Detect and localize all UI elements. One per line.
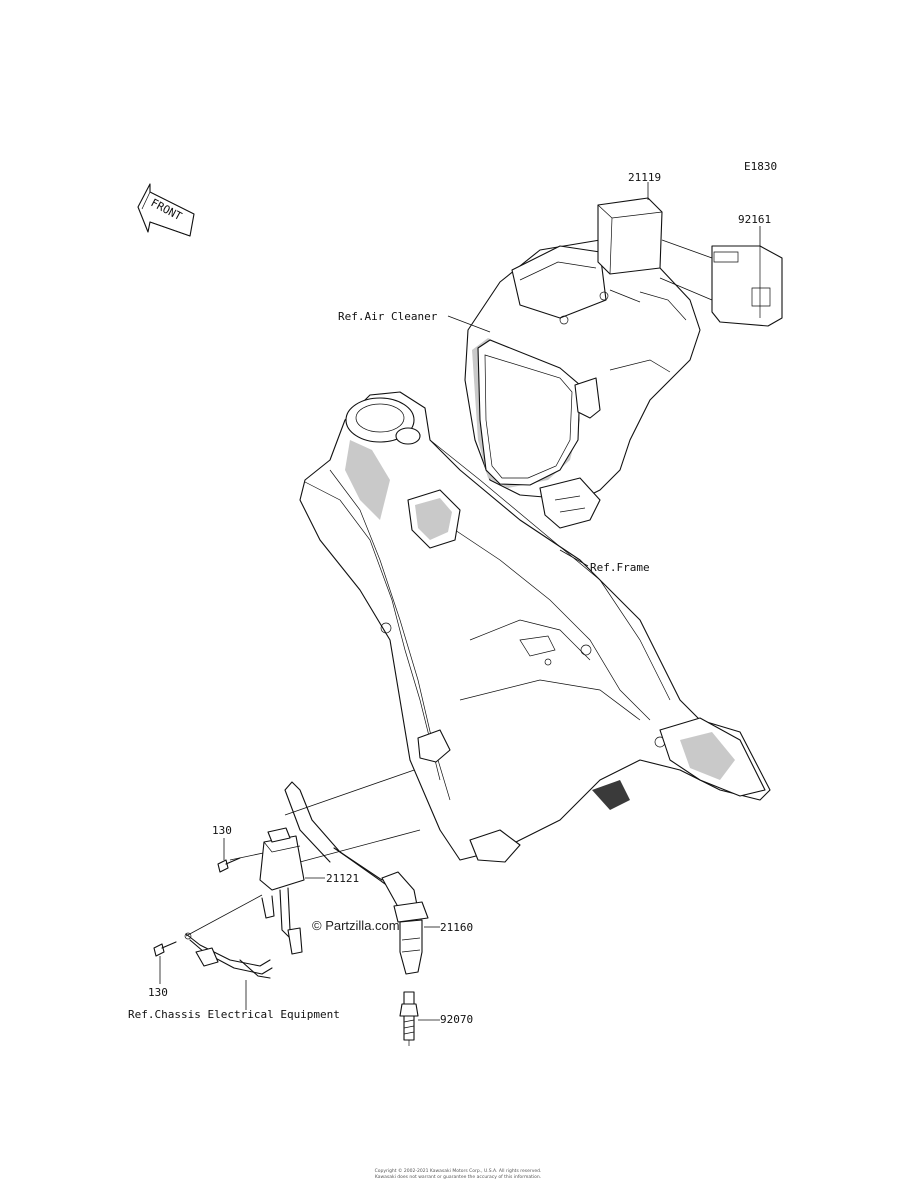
diagram-code: E1830 [744,160,777,173]
part-21119-block [597,182,663,275]
assembly-lines [185,239,713,937]
footer-line-2: Kawasaki does not warrant or guarantee t… [375,1174,541,1180]
footer-line-1: Copyright © 2002-2021 Kawasaki Motors Co… [375,1167,542,1174]
bolt-130-bottom [153,941,177,957]
chassis-wire-harness [184,932,273,979]
part-label-21119: 21119 [628,171,661,184]
air-cleaner-box [464,239,701,529]
plug-cap-21160 [381,871,429,975]
part-label-21121: 21121 [326,872,359,885]
bolt-130-top [217,857,241,873]
ignition-coil-21121 [259,781,389,955]
motorcycle-frame [299,391,771,863]
watermark: © Partzilla.com [312,918,400,933]
part-label-130-top: 130 [212,824,232,837]
part-label-92070: 92070 [440,1013,473,1026]
part-label-92161: 92161 [738,213,771,226]
part-label-130-bottom: 130 [148,986,168,999]
part-92161-bracket [711,226,783,327]
part-label-21160: 21160 [440,921,473,934]
ref-chassis-electrical-label: Ref.Chassis Electrical Equipment [128,1008,340,1021]
front-arrow-icon: FRONT [137,183,195,237]
ref-air-cleaner-label: Ref.Air Cleaner [338,310,438,323]
spark-plug-92070 [399,991,419,1046]
ref-frame-label: Ref.Frame [590,561,650,574]
